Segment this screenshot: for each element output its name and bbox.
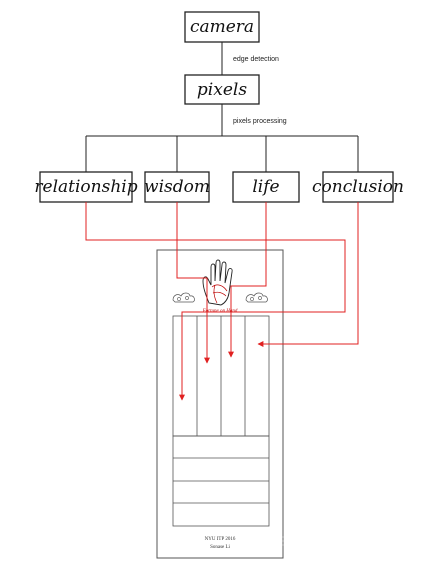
card-footer-line1: NYU ITP 2016 <box>205 537 236 542</box>
wisdom-node: wisdom <box>144 171 210 203</box>
arrow-wisdom <box>176 202 210 364</box>
wisdom-label: wisdom <box>144 177 210 197</box>
camera-node: camera <box>184 11 260 43</box>
pixels-processing-label: pixels processing <box>233 118 287 125</box>
camera-label: camera <box>190 17 254 37</box>
arrow-life <box>228 202 267 358</box>
life-label: life <box>252 177 279 197</box>
relationship-label: relationship <box>34 177 137 197</box>
relationship-node: relationship <box>34 171 138 203</box>
pixels-label: pixels <box>197 80 247 100</box>
conclusion-node: conclusion <box>312 171 404 203</box>
cloud-ornament-left-icon <box>172 292 195 303</box>
pixels-node: pixels <box>184 74 260 105</box>
arrow-conclusion <box>257 202 359 347</box>
card-footer-line2: Sonase Li <box>210 545 230 550</box>
conclusion-label: conclusion <box>312 177 404 197</box>
cloud-ornament-right-icon <box>245 292 268 303</box>
fortune-card: Fortune on Hand NYU ITP 2016 Sonase Li <box>156 249 284 559</box>
arrow-relationship <box>85 202 346 401</box>
edge-detection-label: edge detection <box>233 56 279 63</box>
life-node: life <box>232 171 300 203</box>
